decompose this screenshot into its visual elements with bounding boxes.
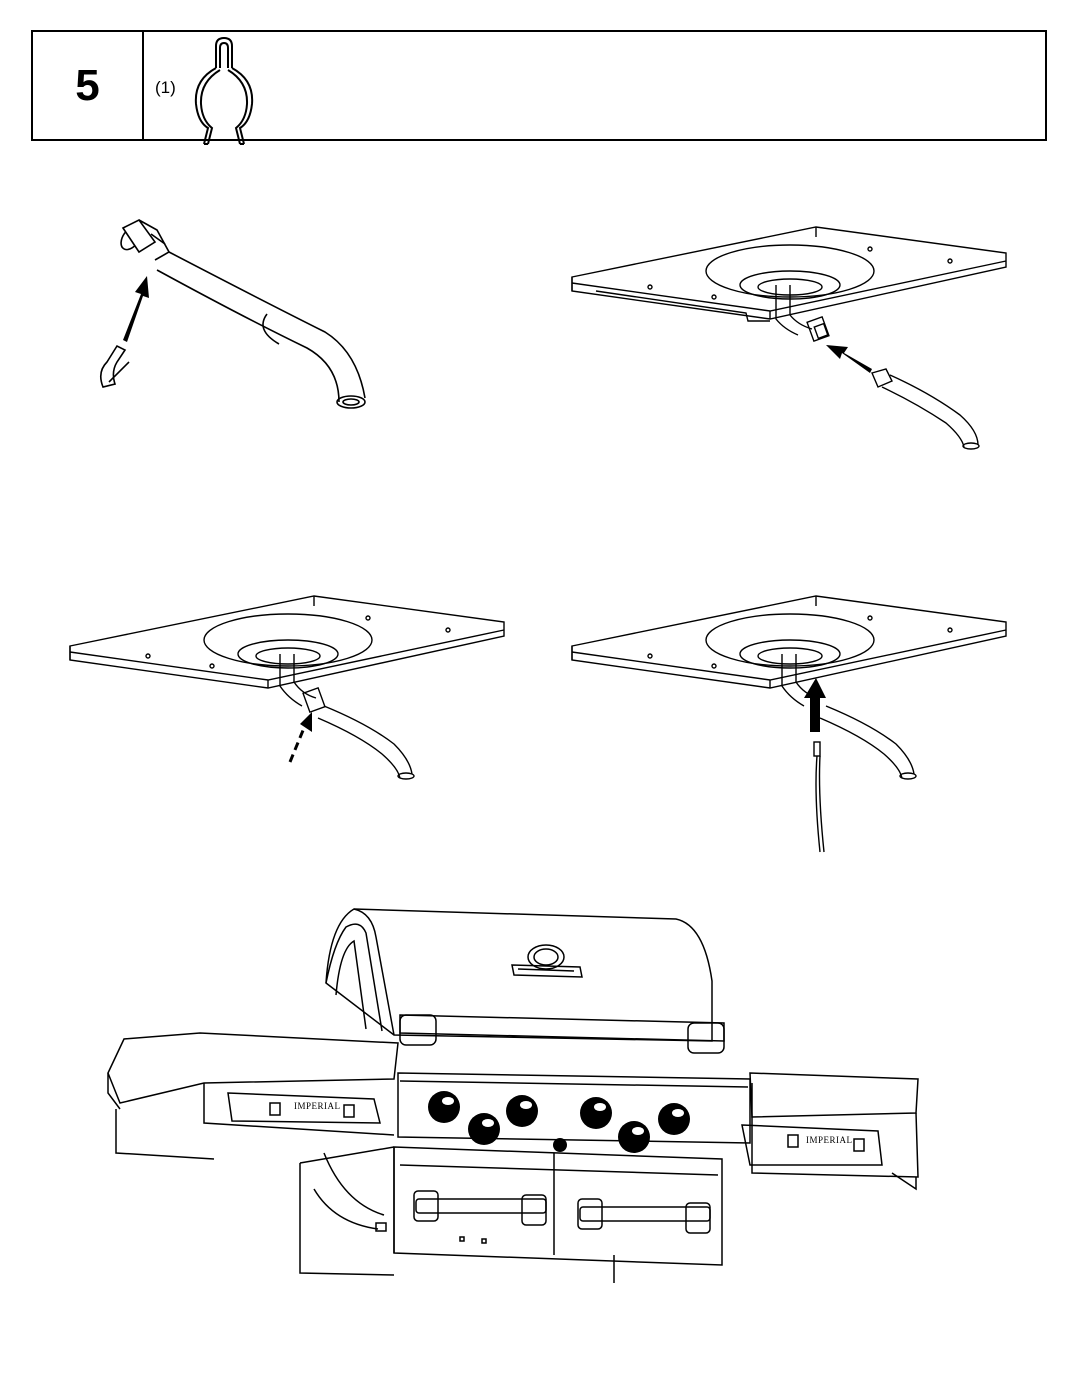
figure-complete-grill: IMPERIAL IMPERIAL	[107, 908, 919, 1283]
parts-list: (1)	[144, 32, 1045, 145]
figure-hose-clip	[99, 218, 366, 409]
step-header: 5 (1)	[31, 30, 1047, 145]
part-quantity: (1)	[155, 78, 176, 97]
brand-label-left: IMPERIAL	[294, 1101, 341, 1111]
brand-label-right: IMPERIAL	[806, 1135, 853, 1145]
step-number: 5	[33, 32, 144, 139]
hairpin-clip-icon	[194, 36, 254, 145]
figure-burner-igniter	[571, 595, 1007, 853]
figure-burner-clip-insert	[69, 595, 505, 780]
figure-burner-hose-connect	[571, 226, 1007, 450]
